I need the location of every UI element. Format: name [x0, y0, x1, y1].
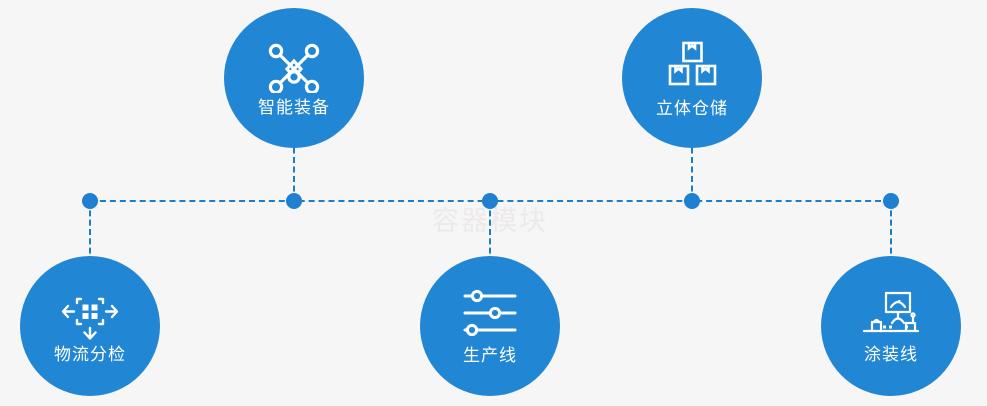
node-label-stereo-warehouse: 立体仓储	[656, 98, 728, 118]
node-smart-equipment[interactable]: 智能装备	[224, 8, 364, 148]
coating-machine-icon	[860, 290, 922, 338]
junction-node-2	[286, 193, 302, 209]
node-coating-line[interactable]: 涂装线	[821, 256, 961, 396]
junction-node-1	[82, 193, 98, 209]
junction-node-4	[684, 193, 700, 209]
sorting-arrows-icon	[61, 290, 119, 340]
node-logistics-sorting[interactable]: 物流分检	[20, 256, 160, 396]
connector-line-production-line	[489, 201, 491, 263]
node-label-logistics-sorting: 物流分检	[54, 344, 126, 364]
node-label-production-line: 生产线	[463, 345, 517, 365]
connector-line-smart-equipment	[293, 138, 295, 201]
connector-line-stereo-warehouse	[691, 138, 693, 201]
node-label-smart-equipment: 智能装备	[258, 97, 330, 117]
stacked-boxes-icon	[666, 40, 718, 90]
junction-node-5	[883, 193, 899, 209]
sliders-icon	[461, 289, 519, 337]
connector-line-logistics-sorting	[89, 201, 91, 263]
network-nodes-icon	[266, 41, 322, 93]
node-production-line[interactable]: 生产线	[420, 256, 560, 396]
node-label-coating-line: 涂装线	[864, 344, 918, 364]
junction-node-3	[482, 193, 498, 209]
node-stereo-warehouse[interactable]: 立体仓储	[622, 8, 762, 148]
connector-line-coating-line	[890, 201, 892, 263]
